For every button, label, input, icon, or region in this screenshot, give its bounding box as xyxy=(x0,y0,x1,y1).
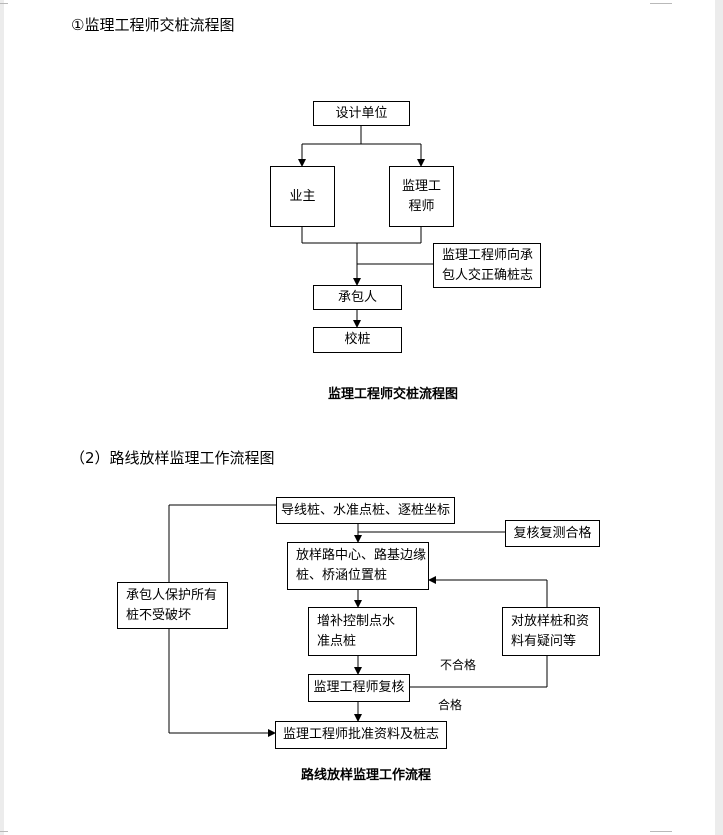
owner-box: 业主 xyxy=(270,166,335,227)
control-points-box: 导线桩、水准点桩、逐桩坐标 xyxy=(276,497,455,524)
fail-label: 不合格 xyxy=(440,658,477,672)
section2-heading: （2）路线放样监理工作流程图 xyxy=(70,449,275,467)
add-control-points-box: 增补控制点水 准点桩 xyxy=(308,607,417,656)
pass-label: 合格 xyxy=(438,698,463,712)
owner-label: 业主 xyxy=(289,188,316,204)
page-corner-mark xyxy=(0,831,8,832)
protect-stakes-box: 承包人保护所有 桩不受破坏 xyxy=(117,582,228,629)
layout-stakes-box: 放样路中心、路基边缘 桩、桥涵位置桩 xyxy=(287,542,429,590)
supervisor-review-label: 监理工程师复核 xyxy=(313,680,405,695)
page-corner-mark xyxy=(650,831,672,832)
recheck-label: 复核复测合格 xyxy=(513,525,592,541)
control-points-label: 导线桩、水准点桩、逐桩坐标 xyxy=(280,502,450,518)
contractor-label: 承包人 xyxy=(337,289,377,305)
check-stake-box: 校桩 xyxy=(313,327,402,353)
approve-box: 监理工程师批准资料及桩志 xyxy=(275,721,447,749)
section1-caption: 监理工程师交桩流程图 xyxy=(328,387,459,402)
page-corner-mark xyxy=(650,3,672,4)
supervisor-label: 监理工 程师 xyxy=(401,178,441,214)
page-corner-mark xyxy=(0,3,8,4)
contractor-box: 承包人 xyxy=(313,285,402,310)
add-control-points-label: 增补控制点水 准点桩 xyxy=(317,613,396,649)
supervisor-review-box: 监理工程师复核 xyxy=(308,674,410,702)
design-unit-label: 设计单位 xyxy=(335,105,388,121)
handover-note-label: 监理工程师向承 包人交正确桩志 xyxy=(442,247,534,283)
recheck-box: 复核复测合格 xyxy=(505,520,600,547)
layout-stakes-label: 放样路中心、路基边缘 桩、桥涵位置桩 xyxy=(296,548,427,583)
section2-caption: 路线放样监理工作流程 xyxy=(301,768,432,783)
doubt-label: 对放样桩和资 料有疑问等 xyxy=(511,613,590,649)
doubt-box: 对放样桩和资 料有疑问等 xyxy=(502,607,600,656)
protect-stakes-label: 承包人保护所有 桩不受破坏 xyxy=(126,587,218,623)
handover-note-box: 监理工程师向承 包人交正确桩志 xyxy=(433,243,541,288)
design-unit-box: 设计单位 xyxy=(313,101,410,126)
section1-heading: ①监理工程师交桩流程图 xyxy=(71,16,235,34)
approve-label: 监理工程师批准资料及桩志 xyxy=(282,727,439,742)
check-stake-label: 校桩 xyxy=(344,332,371,347)
supervisor-box: 监理工 程师 xyxy=(389,166,454,227)
